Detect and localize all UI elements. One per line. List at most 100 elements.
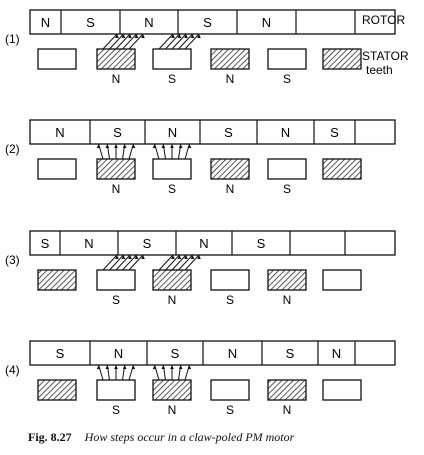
flux-arrowhead: [141, 34, 145, 38]
figure-caption: Fig. 8.27 How steps occur in a claw-pole…: [28, 430, 294, 445]
flux-arrowhead: [128, 255, 132, 259]
flux-arrowhead: [184, 255, 188, 259]
flux-arrowhead: [131, 365, 136, 369]
flux-line: [184, 33, 200, 50]
rotor-pole-label: N: [199, 236, 208, 251]
stator-tooth-hatched: [322, 158, 362, 180]
flux-line: [158, 254, 174, 271]
stator-tooth-hatched: [210, 48, 250, 70]
stator-tooth-hatched: [37, 269, 77, 291]
flux-lines: [96, 364, 136, 381]
flux-line: [158, 33, 174, 50]
flux-line: [165, 33, 180, 50]
rotor-pole-label: N: [262, 15, 271, 30]
rotor-strip: [29, 340, 396, 366]
stator-pole-label: S: [226, 403, 234, 417]
flux-arrowhead: [121, 34, 126, 38]
rotor-pole-label: S: [171, 346, 180, 361]
rotor-pole-label: S: [86, 15, 95, 30]
stator-tooth-hatched: [37, 379, 77, 401]
flux-arrowhead: [105, 144, 110, 148]
stator-pole-label: S: [226, 293, 234, 307]
flux-line: [165, 254, 180, 271]
flux-arrowhead: [197, 255, 201, 259]
flux-arrowhead: [177, 34, 182, 38]
stator-tooth: [152, 48, 192, 70]
stator-tooth-hatched: [152, 379, 192, 401]
figure-number: Fig. 8.27: [28, 430, 72, 444]
flux-line: [109, 33, 124, 50]
rotor-pole-label: S: [330, 125, 339, 140]
rotor-pole-label: N: [55, 125, 64, 140]
flux-arrowhead: [134, 34, 139, 38]
flux-arrowhead: [152, 144, 157, 148]
figure-caption-text: How steps occur in a claw-poled PM motor: [84, 430, 295, 444]
flux-arrowhead: [187, 365, 192, 369]
rotor-pole-label: S: [224, 125, 233, 140]
stator-tooth-hatched: [96, 158, 136, 180]
rotor-pole-label: S: [113, 125, 122, 140]
stator-pole-label: S: [168, 182, 176, 196]
rotor-pole-label: S: [41, 236, 50, 251]
flux-line: [115, 254, 131, 271]
flux-line: [171, 33, 187, 50]
stator-tooth: [152, 158, 192, 180]
flux-arrowhead: [128, 34, 132, 38]
flux-arrowhead: [184, 34, 188, 38]
flux-line: [109, 254, 124, 271]
rotor-pole-label: N: [168, 125, 177, 140]
stator-label: STATOR: [362, 49, 409, 63]
flux-arrowhead: [105, 365, 110, 369]
step-label: (4): [5, 363, 20, 377]
rotor-pole-label: N: [84, 236, 93, 251]
flux-arrowhead: [96, 365, 101, 369]
flux-lines: [158, 33, 201, 50]
stator-pole-label: N: [226, 182, 235, 196]
step-label: (1): [5, 32, 20, 46]
flux-lines: [152, 143, 192, 160]
stator-tooth-hatched: [267, 269, 307, 291]
stator-tooth: [37, 48, 77, 70]
rotor-pole-label: S: [203, 15, 212, 30]
stator-pole-label: S: [283, 182, 291, 196]
stator-tooth-hatched: [210, 158, 250, 180]
stator-pole-label: S: [168, 72, 176, 86]
stator-tooth: [267, 48, 307, 70]
stator-tooth-hatched: [322, 48, 362, 70]
rotor-strip: [29, 230, 396, 256]
stator-tooth: [210, 379, 250, 401]
flux-arrowhead: [114, 365, 118, 369]
flux-arrowhead: [115, 34, 119, 38]
rotor-pole-label: N: [281, 125, 290, 140]
flux-arrowhead: [190, 34, 195, 38]
flux-line: [184, 254, 200, 271]
flux-arrowhead: [115, 255, 119, 259]
flux-line: [115, 33, 131, 50]
step-label: (3): [5, 253, 20, 267]
stator-tooth: [267, 158, 307, 180]
flux-line: [102, 33, 118, 50]
flux-arrowhead: [190, 255, 195, 259]
flux-arrowhead: [161, 365, 166, 369]
flux-line: [171, 254, 187, 271]
flux-arrowhead: [178, 144, 183, 148]
rotor-pole-label: N: [144, 15, 153, 30]
flux-arrowhead: [161, 144, 166, 148]
rotor-label: ROTOR: [362, 13, 405, 27]
rotor-strip: [29, 119, 396, 145]
flux-line: [102, 254, 118, 271]
rotor-pole-label: S: [286, 346, 295, 361]
rotor-pole-label: N: [332, 346, 341, 361]
stator-pole-label: N: [283, 403, 292, 417]
flux-line: [178, 254, 193, 271]
flux-lines: [102, 33, 145, 50]
stator-pole-label: S: [112, 293, 120, 307]
flux-arrowhead: [131, 144, 136, 148]
stator-pole-label: S: [112, 403, 120, 417]
flux-arrowhead: [152, 365, 157, 369]
